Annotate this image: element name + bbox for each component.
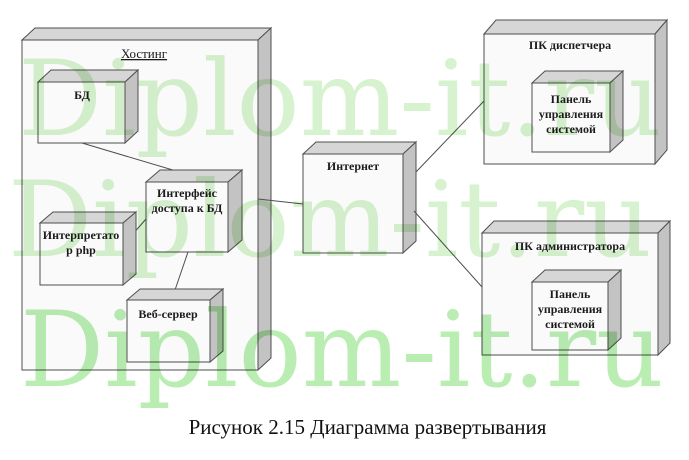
node-dispatcher-pc: ПК диспетчера Панель управления системой	[482, 18, 669, 166]
node-dispatcher-panel: Панель управления системой	[530, 69, 625, 154]
php-label-line1: Интерпретато	[43, 228, 120, 242]
dispatcher-panel-line3: системой	[546, 122, 596, 136]
dispatcher-pc-side-face	[654, 18, 668, 166]
node-php-interpreter: Интерпретато р php	[38, 210, 138, 287]
node-db-interface: Интерфейс доступа к БД	[144, 168, 244, 254]
db-interface-label-line1: Интерфейс	[157, 186, 218, 200]
php-front-face	[39, 222, 124, 286]
admin-panel-front-face	[531, 281, 609, 351]
db-top-face	[36, 69, 140, 83]
node-db: БД	[36, 68, 140, 145]
dispatcher-panel-line2: управления	[539, 107, 604, 121]
hosting-label: Хостинг	[121, 46, 167, 61]
node-internet: Интернет	[301, 140, 418, 255]
admin-panel-line2: управления	[538, 302, 603, 316]
dispatcher-pc-top-face	[482, 19, 669, 35]
link-webserver-dbinterface	[174, 251, 189, 291]
internet-side-face	[402, 140, 417, 255]
php-label-line2: р php	[66, 243, 96, 257]
dispatcher-panel-top-face	[530, 70, 625, 84]
web-server-top-face	[125, 288, 225, 301]
admin-panel-top-face	[530, 269, 623, 283]
admin-panel-line3: системой	[545, 317, 595, 331]
node-admin-pc: ПК администратора Панель управления сист…	[480, 219, 672, 357]
web-server-front-face	[126, 299, 211, 363]
link-hosting-internet	[257, 198, 304, 205]
link-internet-admin	[413, 210, 483, 288]
hosting-top-face	[20, 27, 273, 41]
db-label: БД	[74, 88, 90, 102]
db-side-face	[124, 68, 139, 145]
db-front-face	[37, 81, 126, 144]
db-interface-front-face	[145, 181, 229, 253]
php-top-face	[38, 211, 138, 224]
db-interface-side-face	[227, 168, 243, 254]
php-side-face	[122, 210, 137, 287]
internet-front-face	[302, 153, 404, 254]
dispatcher-pc-label: ПК диспетчера	[529, 38, 611, 52]
internet-label: Интернет	[327, 159, 379, 173]
web-server-label: Веб-сервер	[138, 307, 198, 321]
admin-pc-side-face	[657, 219, 671, 357]
admin-panel-side-face	[607, 268, 622, 352]
admin-panel-line1: Панель	[550, 287, 591, 301]
admin-pc-top-face	[480, 220, 672, 234]
dispatcher-panel-front-face	[531, 82, 611, 153]
web-server-side-face	[209, 287, 224, 364]
figure-caption: Рисунок 2.15 Диаграмма развертывания	[188, 415, 547, 439]
db-interface-top-face	[144, 169, 244, 183]
admin-pc-label: ПК администратора	[515, 239, 625, 253]
internet-top-face	[301, 141, 418, 155]
node-web-server: Веб-сервер	[125, 287, 225, 364]
dispatcher-panel-side-face	[609, 69, 624, 154]
db-interface-label-line2: доступа к БД	[152, 201, 223, 215]
node-admin-panel: Панель управления системой	[530, 268, 623, 352]
link-internet-dispatcher	[415, 100, 485, 173]
dispatcher-panel-line1: Панель	[551, 92, 592, 106]
